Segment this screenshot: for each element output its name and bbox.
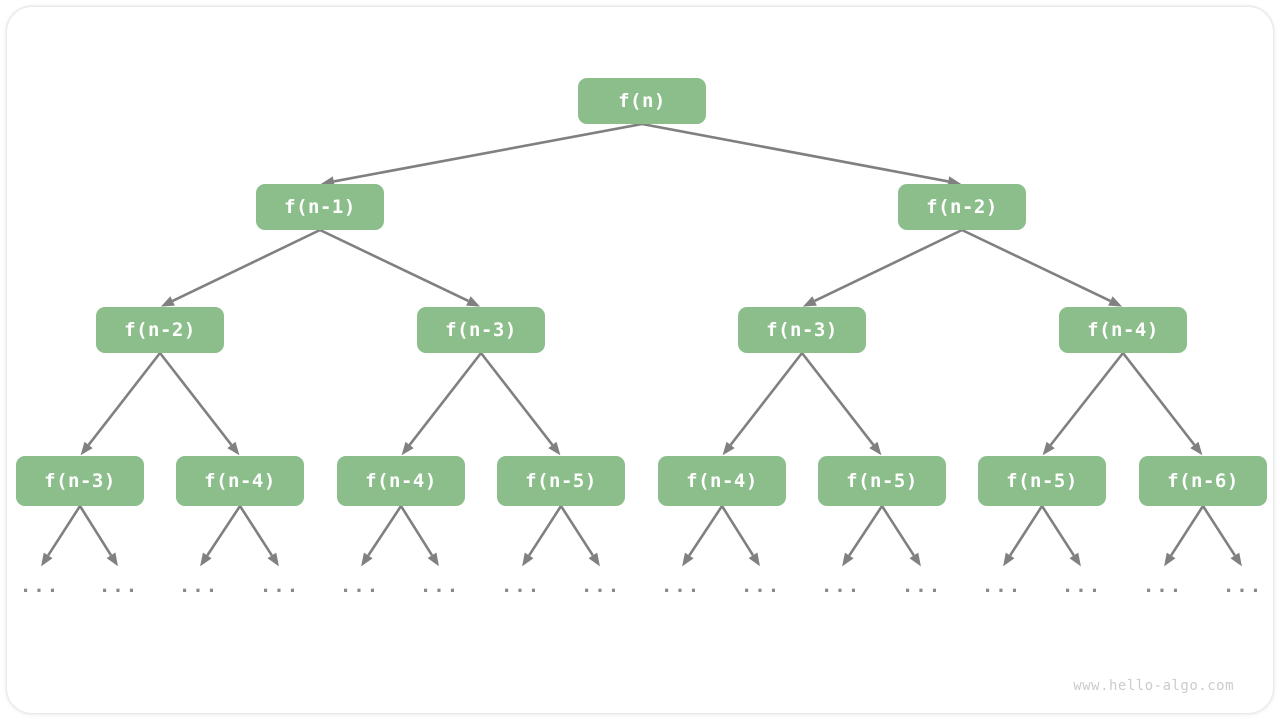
tree-node[interactable]: f(n-3) <box>417 307 545 353</box>
tree-node[interactable]: f(n-4) <box>337 456 465 506</box>
tree-node[interactable]: f(n-2) <box>898 184 1026 230</box>
ellipsis-marker: ... <box>981 575 1023 597</box>
ellipsis-marker: ... <box>901 575 943 597</box>
ellipsis-marker: ... <box>178 575 220 597</box>
tree-node[interactable]: f(n-5) <box>978 456 1106 506</box>
ellipsis-marker: ... <box>1142 575 1184 597</box>
tree-node[interactable]: f(n-1) <box>256 184 384 230</box>
ellipsis-marker: ... <box>1222 575 1264 597</box>
ellipsis-marker: ... <box>580 575 622 597</box>
ellipsis-marker: ... <box>419 575 461 597</box>
tree-node[interactable]: f(n-3) <box>738 307 866 353</box>
ellipsis-marker: ... <box>1061 575 1103 597</box>
watermark: www.hello-algo.com <box>1073 678 1234 694</box>
ellipsis-marker: ... <box>740 575 782 597</box>
ellipsis-marker: ... <box>660 575 702 597</box>
tree-node[interactable]: f(n-6) <box>1139 456 1267 506</box>
ellipsis-marker: ... <box>98 575 140 597</box>
tree-node[interactable]: f(n) <box>578 78 706 124</box>
tree-node[interactable]: f(n-3) <box>16 456 144 506</box>
tree-node[interactable]: f(n-5) <box>497 456 625 506</box>
ellipsis-marker: ... <box>500 575 542 597</box>
tree-node[interactable]: f(n-4) <box>1059 307 1187 353</box>
ellipsis-marker: ... <box>339 575 381 597</box>
tree-node[interactable]: f(n-5) <box>818 456 946 506</box>
tree-node[interactable]: f(n-2) <box>96 307 224 353</box>
ellipsis-marker: ... <box>19 575 61 597</box>
tree-node[interactable]: f(n-4) <box>176 456 304 506</box>
ellipsis-marker: ... <box>820 575 862 597</box>
tree-node[interactable]: f(n-4) <box>658 456 786 506</box>
ellipsis-marker: ... <box>259 575 301 597</box>
